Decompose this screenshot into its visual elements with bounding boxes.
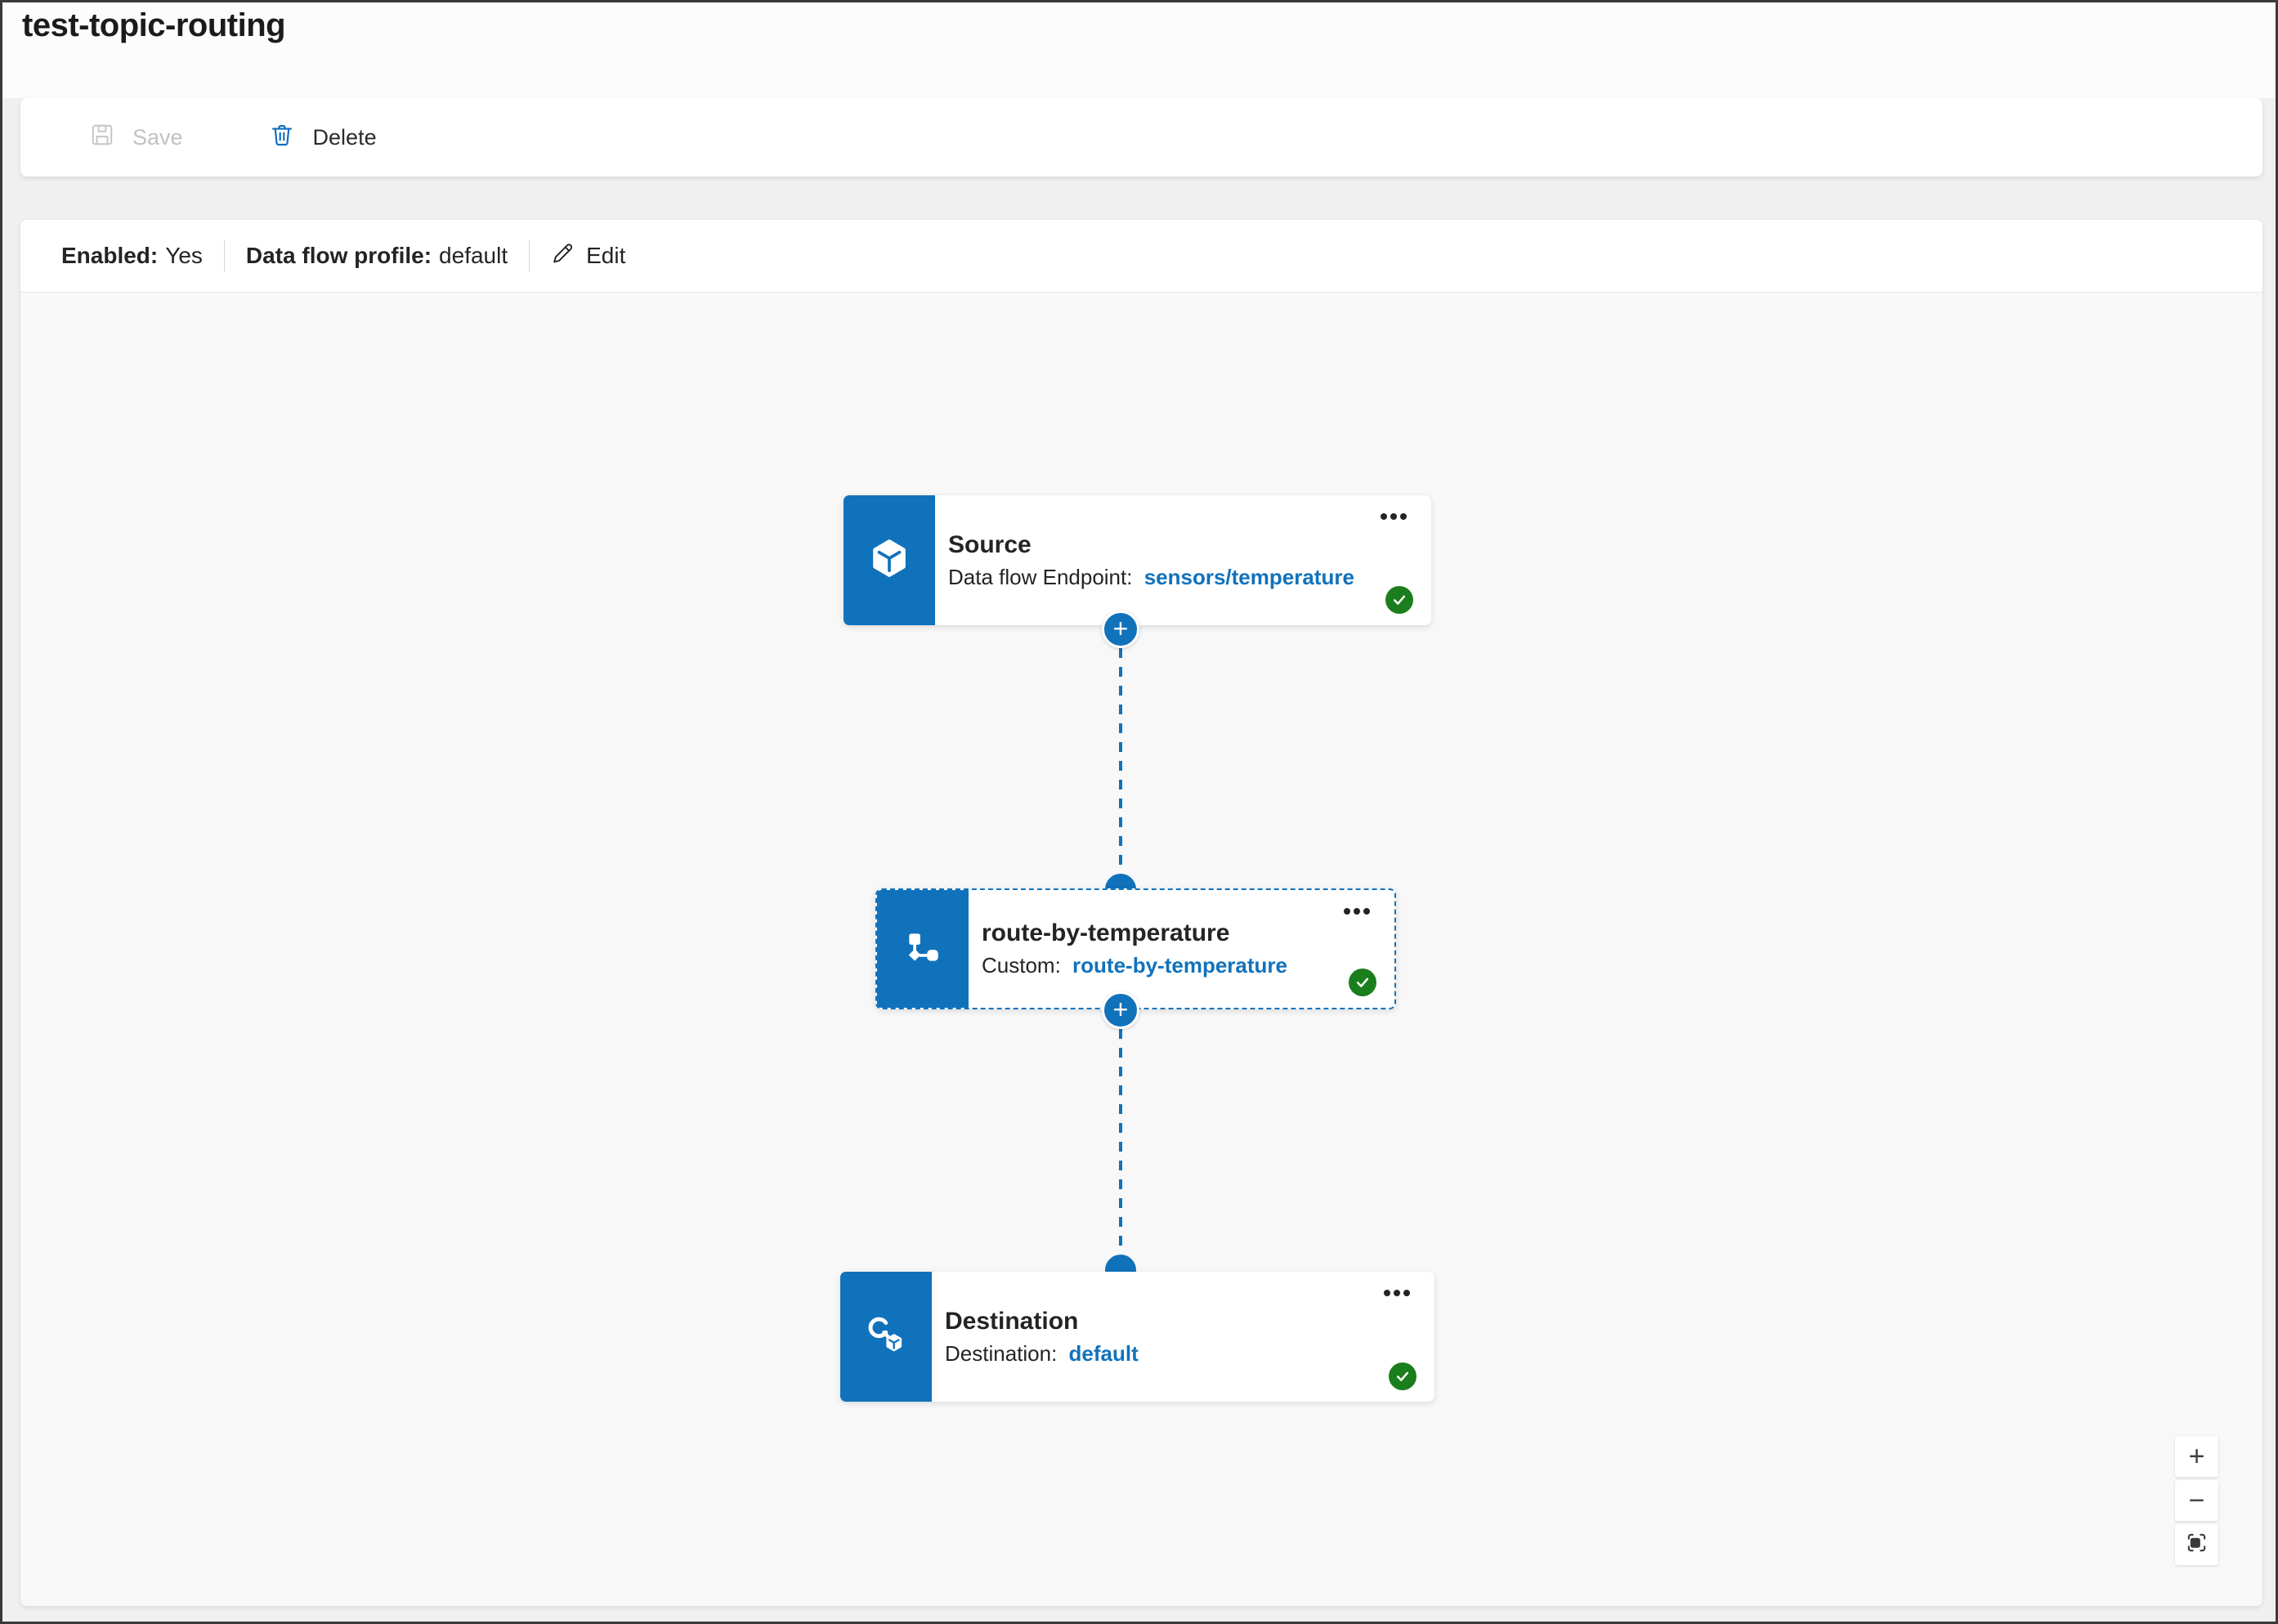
node-title: Destination — [945, 1307, 1079, 1335]
destination-link[interactable]: default — [1068, 1340, 1139, 1366]
node-menu-button[interactable] — [1376, 508, 1412, 525]
trash-icon — [269, 122, 295, 154]
destination-target-icon — [865, 1313, 907, 1360]
profile-value: default — [439, 243, 508, 268]
profile-status: Data flow profile: default — [246, 243, 508, 269]
page-title: test-topic-routing — [22, 7, 286, 43]
node-destination[interactable]: Destination Destination: default — [840, 1272, 1434, 1402]
node-subtitle-label: Data flow Endpoint: — [948, 564, 1133, 589]
connector-edge — [1119, 1010, 1122, 1270]
edit-button[interactable]: Edit — [551, 241, 625, 271]
save-icon — [90, 123, 114, 153]
save-label: Save — [132, 124, 183, 150]
node-transform[interactable]: route-by-temperature Custom: route-by-te… — [875, 888, 1396, 1009]
delete-button[interactable]: Delete — [269, 122, 377, 154]
node-title: Source — [948, 530, 1032, 558]
separator — [529, 239, 530, 272]
delete-label: Delete — [312, 124, 377, 150]
dataflow-status-bar: Enabled: Yes Data flow profile: default … — [20, 220, 2262, 293]
source-cube-icon — [869, 538, 910, 583]
transform-link[interactable]: route-by-temperature — [1072, 953, 1287, 978]
transform-graph-icon — [902, 927, 943, 972]
page-header — [2, 2, 2276, 98]
separator — [223, 239, 225, 272]
save-button[interactable]: Save — [90, 123, 183, 153]
connector-edge — [1119, 629, 1122, 889]
fit-view-button[interactable] — [2175, 1524, 2218, 1565]
add-stage-button[interactable]: + — [1102, 991, 1139, 1029]
node-title: route-by-temperature — [982, 919, 1230, 946]
fit-view-icon — [2186, 1529, 2208, 1561]
node-subtitle-label: Custom: — [982, 953, 1061, 978]
valid-check-icon — [1349, 969, 1376, 996]
flow-canvas[interactable]: Source Data flow Endpoint: sensors/tempe… — [20, 293, 2262, 1606]
zoom-in-button[interactable]: + — [2175, 1436, 2218, 1477]
node-menu-button[interactable] — [1339, 903, 1375, 919]
enabled-label: Enabled: — [61, 243, 159, 268]
pencil-icon — [551, 241, 575, 271]
zoom-out-button[interactable]: − — [2175, 1480, 2218, 1521]
node-subtitle-label: Destination: — [945, 1340, 1058, 1366]
dataflow-editor-panel: Enabled: Yes Data flow profile: default … — [20, 220, 2262, 1606]
valid-check-icon — [1385, 586, 1413, 614]
valid-check-icon — [1389, 1362, 1416, 1390]
enabled-value: Yes — [165, 243, 203, 268]
add-stage-button[interactable]: + — [1102, 611, 1139, 648]
source-endpoint-link[interactable]: sensors/temperature — [1143, 564, 1354, 589]
profile-label: Data flow profile: — [245, 243, 432, 268]
node-menu-button[interactable] — [1379, 1285, 1415, 1301]
edit-label: Edit — [586, 243, 626, 268]
canvas-zoom-controls: + − — [2175, 1436, 2218, 1565]
node-source[interactable]: Source Data flow Endpoint: sensors/tempe… — [844, 495, 1431, 625]
command-bar: Save Delete — [20, 98, 2262, 177]
enabled-status: Enabled: Yes — [61, 243, 203, 269]
